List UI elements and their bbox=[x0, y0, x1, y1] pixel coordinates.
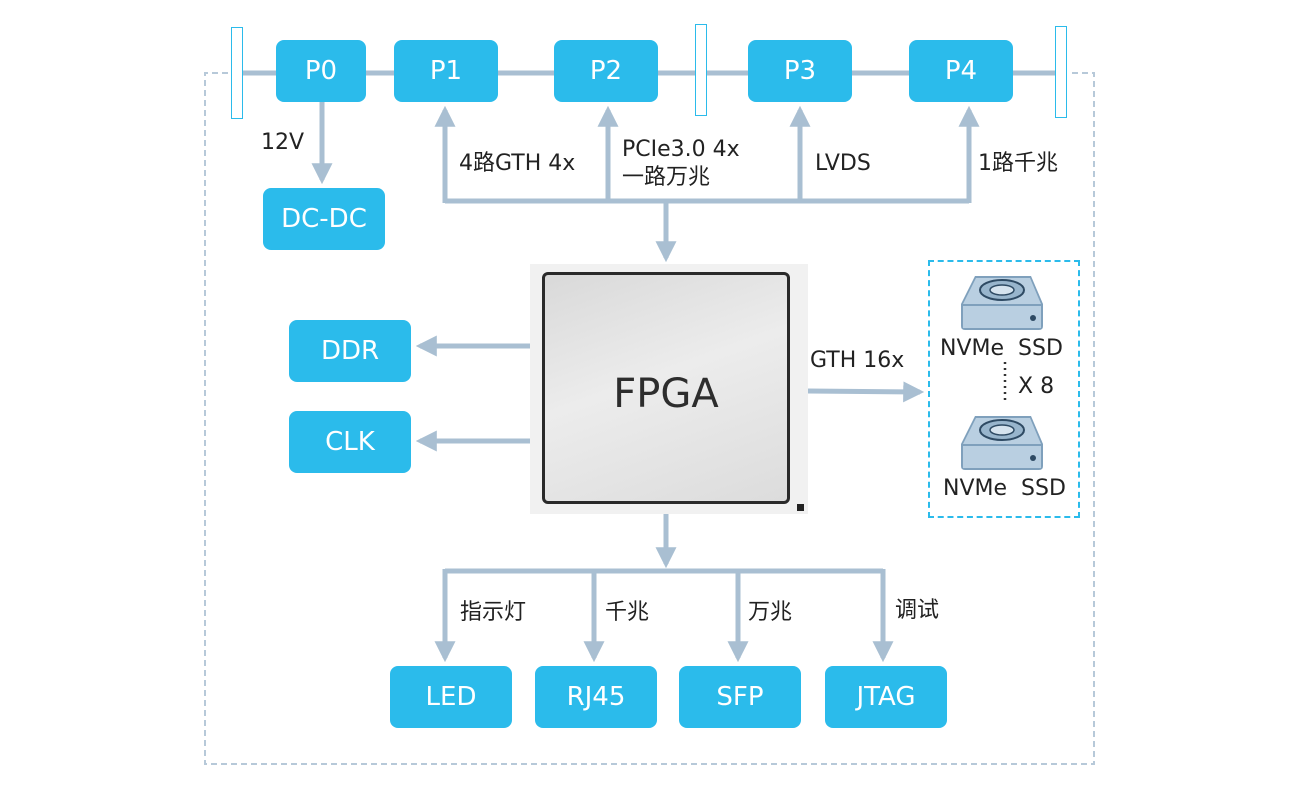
clk-block: CLK bbox=[289, 411, 411, 473]
rj45-block: RJ45 bbox=[535, 666, 657, 728]
port-p0: P0 bbox=[276, 40, 366, 102]
p1-link-label: 4路GTH 4x bbox=[459, 151, 576, 176]
ssd-count-label: X 8 bbox=[1018, 374, 1055, 399]
ssd-label-top: NVMe SSD bbox=[940, 336, 1063, 361]
led-link-label: 指示灯 bbox=[460, 600, 527, 625]
p3-link-label: LVDS bbox=[815, 151, 871, 176]
p2-link-label-line2: 一路万兆 bbox=[622, 165, 711, 190]
board-outline bbox=[204, 72, 1095, 765]
fpga-die: FPGA bbox=[542, 272, 790, 504]
backplane-slot bbox=[231, 27, 243, 119]
ssd-link-label: GTH 16x bbox=[810, 348, 905, 373]
backplane-slot bbox=[695, 24, 707, 116]
jtag-block: JTAG bbox=[825, 666, 947, 728]
rj45-link-label: 千兆 bbox=[605, 600, 650, 625]
port-p4: P4 bbox=[909, 40, 1013, 102]
fpga-to-ssd-arrow bbox=[807, 381, 925, 403]
fpga-label: FPGA bbox=[613, 371, 719, 417]
ssd-label-bottom: NVMe SSD bbox=[943, 476, 1066, 501]
port-p3: P3 bbox=[748, 40, 852, 102]
pin1-marker bbox=[797, 504, 804, 511]
p4-link-label: 1路千兆 bbox=[978, 151, 1058, 176]
sfp-link-label: 万兆 bbox=[748, 600, 793, 625]
ssd-array bbox=[928, 260, 1080, 518]
led-block: LED bbox=[390, 666, 512, 728]
backplane-slot bbox=[1055, 26, 1067, 118]
sfp-block: SFP bbox=[679, 666, 801, 728]
power-label: 12V bbox=[261, 130, 305, 155]
nvme-ssd-icon bbox=[961, 276, 1043, 330]
ddr-block: DDR bbox=[289, 320, 411, 382]
port-p1: P1 bbox=[394, 40, 498, 102]
fpga-chip: FPGA bbox=[530, 264, 808, 514]
jtag-link-label: 调试 bbox=[895, 598, 940, 623]
dcdc-block: DC-DC bbox=[263, 188, 385, 250]
port-p2: P2 bbox=[554, 40, 658, 102]
p2-link-label-line1: PCIe3.0 4x bbox=[622, 137, 740, 162]
nvme-ssd-icon bbox=[961, 416, 1043, 470]
